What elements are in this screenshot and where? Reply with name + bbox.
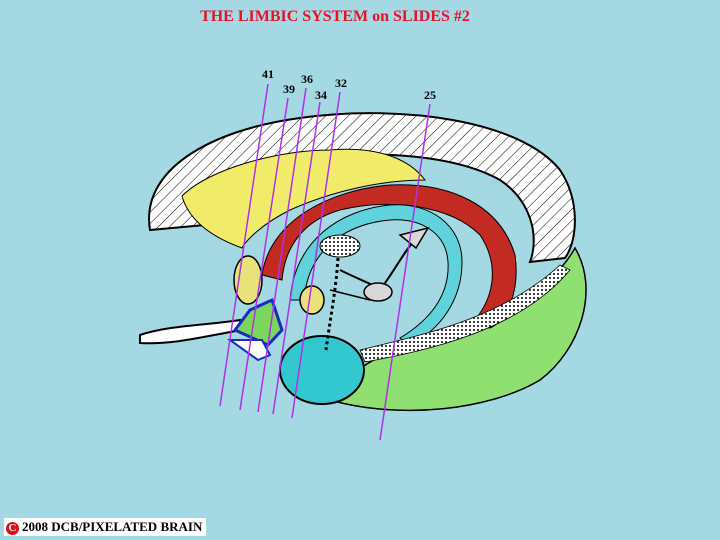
slice-lines [219, 83, 431, 441]
slice-label-25: 25 [424, 88, 436, 102]
slice-line-36 [257, 87, 307, 413]
slice-line-32 [291, 91, 341, 419]
slice-line-34 [272, 101, 321, 415]
copyright-icon: C [6, 521, 19, 535]
olfactory-tract [139, 318, 244, 345]
slice-label-41: 41 [262, 67, 274, 81]
slice-line-41 [219, 83, 269, 407]
slice-labels: 41 39 36 34 32 25 [262, 67, 436, 102]
slice-label-39: 39 [283, 82, 295, 96]
slice-line-25 [379, 103, 431, 441]
amygdala [279, 335, 365, 405]
footer-text: 2008 DCB/PIXELATED BRAIN [22, 519, 203, 534]
thalamic-connections [319, 226, 430, 351]
stria-terminalis [289, 204, 463, 346]
slice-line-39 [239, 97, 289, 411]
slice-label-36: 36 [301, 72, 313, 86]
page-title: THE LIMBIC SYSTEM on SLIDES #2 [200, 8, 470, 25]
septum-region [181, 148, 427, 249]
dentate-band [359, 264, 571, 363]
slice-label-34: 34 [315, 88, 327, 102]
slice-label-32: 32 [335, 76, 347, 90]
